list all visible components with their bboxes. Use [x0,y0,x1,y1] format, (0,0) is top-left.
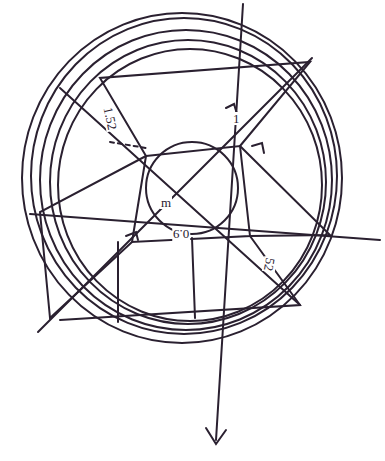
web-line [240,146,330,236]
diagonal-axis [60,88,300,305]
web-line [100,62,310,156]
outer-ring [31,18,337,334]
hub-circle [146,142,238,234]
dimension-label: 1 [232,112,241,125]
outer-ring [22,13,342,343]
inner-square [132,146,250,242]
dimension-label: 1.52 [101,105,119,132]
dimension-label: 0.9 [172,228,190,241]
right-angle-mark [126,104,264,240]
point-label: m [160,196,172,209]
axis-arrow [206,428,226,444]
web-line [117,242,119,322]
web-line [192,238,195,318]
diagonal-axis [38,58,312,332]
web-line [60,236,300,320]
inner-ring [58,49,322,321]
web-line [40,156,146,318]
dimension-label: 52 [262,256,277,273]
dashed-line [110,142,146,148]
